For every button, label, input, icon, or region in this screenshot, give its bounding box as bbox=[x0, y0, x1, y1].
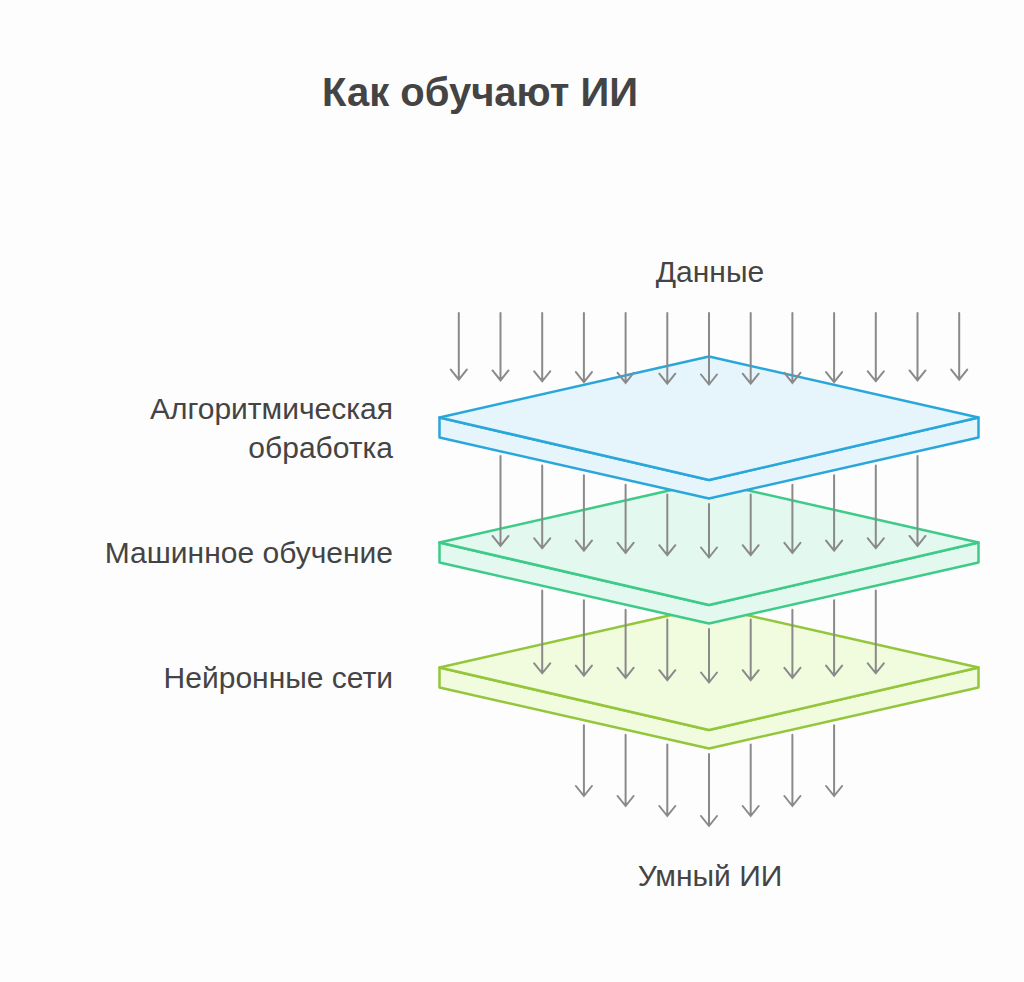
io-arrows bbox=[451, 313, 967, 826]
flow-arrows bbox=[534, 591, 884, 683]
layer-label: Алгоритмическая обработка bbox=[43, 389, 393, 467]
diagram-title: Как обучают ИИ bbox=[0, 70, 960, 115]
layer-label: Нейронные сети bbox=[43, 658, 393, 697]
flow-arrows bbox=[493, 456, 926, 558]
flow-label: Данные bbox=[656, 255, 764, 289]
layer-label: Машинное обучение bbox=[43, 533, 393, 572]
flow-label: Умный ИИ bbox=[638, 859, 783, 893]
